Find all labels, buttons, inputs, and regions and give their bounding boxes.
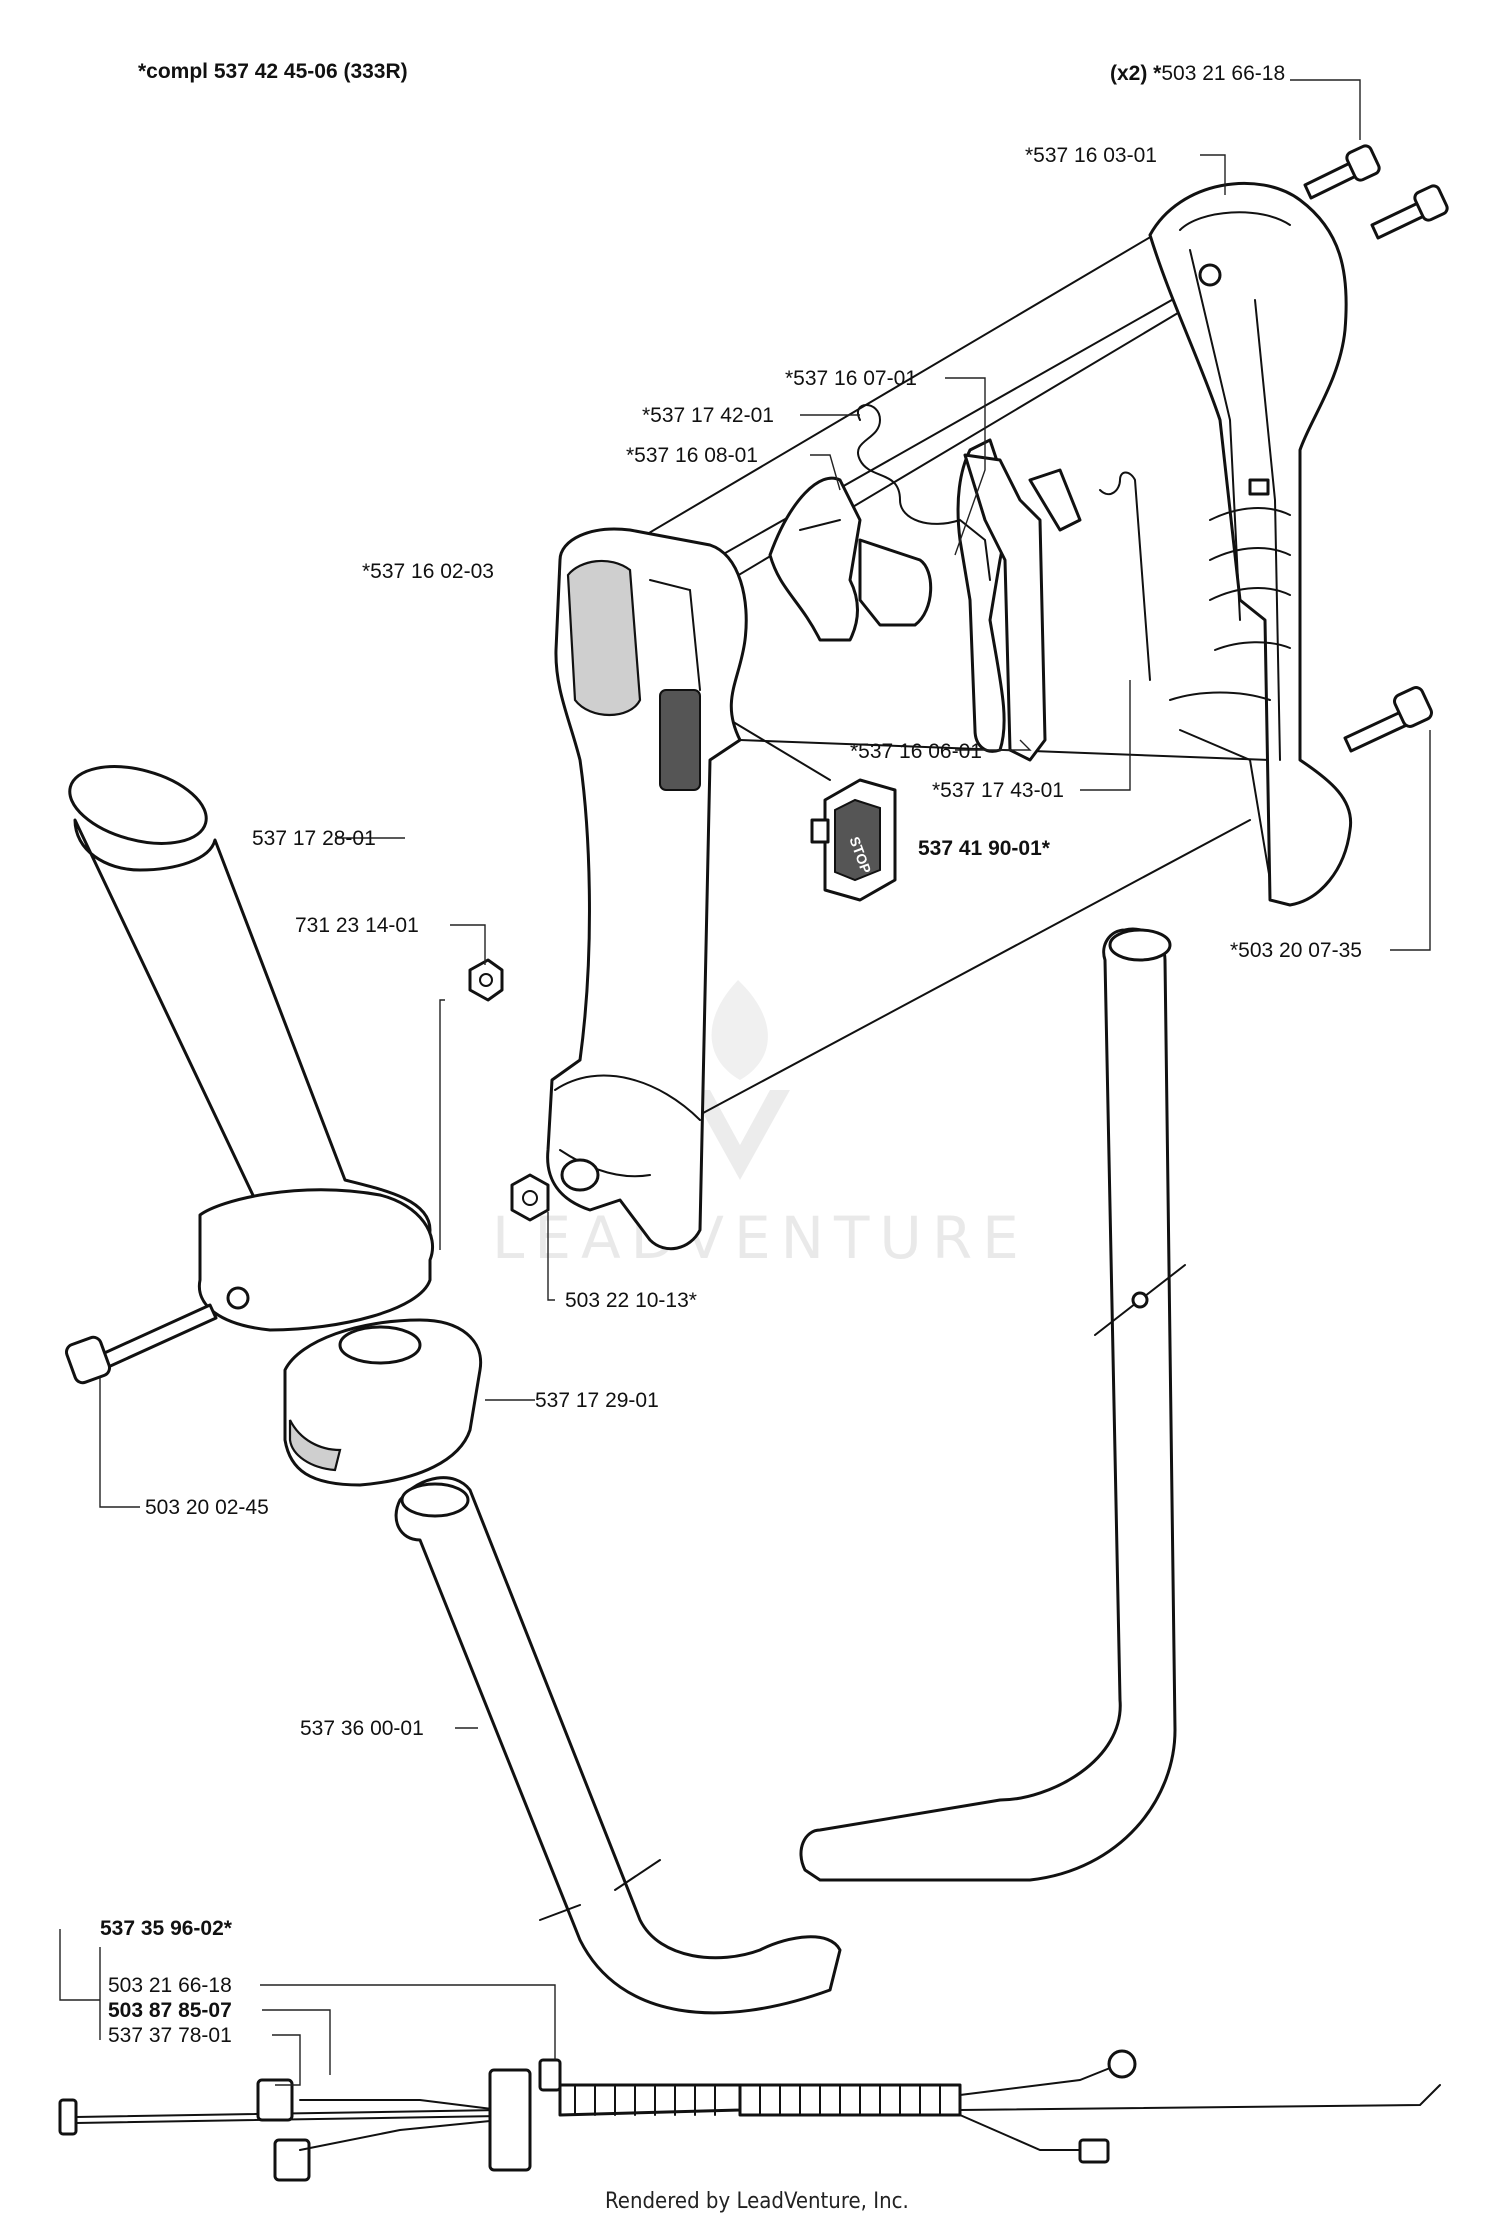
handle-loop-tube bbox=[394, 927, 1186, 2015]
part-labels: *compl 537 42 45-06 (333R) (x2) *503 21 … bbox=[100, 60, 1362, 2047]
part-label-p14: 537 17 29-01 bbox=[535, 1389, 659, 1412]
top-screw-2 bbox=[1370, 184, 1449, 240]
part-label-p3: *537 16 07-01 bbox=[785, 367, 917, 390]
rear-handle-half bbox=[1148, 181, 1353, 907]
part-label-p18: 503 21 66-18 bbox=[108, 1974, 232, 1997]
throttle-cable bbox=[58, 2049, 1441, 2182]
watermark-text: LEADVENTURE bbox=[492, 1204, 1029, 1272]
part-label-p2: *537 16 03-01 bbox=[1025, 144, 1157, 167]
handle-bolt bbox=[1343, 686, 1433, 753]
part-label-p4: *537 17 42-01 bbox=[642, 404, 774, 427]
part-label-p9: *537 17 43-01 bbox=[932, 779, 1064, 802]
part-label-p20: 537 37 78-01 bbox=[108, 2024, 232, 2047]
front-handle-half bbox=[546, 527, 748, 1251]
part-label-p8: *537 16 06-01 bbox=[850, 740, 982, 763]
leadventure-watermark-logo: LEADVENTURE bbox=[492, 980, 1029, 1272]
part-label-p11: 731 23 14-01 bbox=[295, 914, 419, 937]
part-label-p1: (x2) *503 21 66-18 bbox=[1110, 62, 1285, 85]
part-label-p5: *537 16 08-01 bbox=[626, 444, 758, 467]
throttle-spring bbox=[857, 404, 1151, 681]
part-label-p1-number: 503 21 66-18 bbox=[1161, 62, 1285, 85]
grip-clamp bbox=[283, 1318, 483, 1487]
stop-switch: STOP bbox=[810, 778, 897, 902]
part-label-p10: 537 41 90-01* bbox=[918, 837, 1051, 860]
assembly-label: *compl 537 42 45-06 (333R) bbox=[138, 60, 408, 83]
top-screw-1 bbox=[1303, 144, 1381, 200]
throttle-lock-lever bbox=[768, 476, 933, 642]
part-label-p17: 537 35 96-02* bbox=[100, 1917, 233, 1940]
part-label-p15: 503 20 02-45 bbox=[145, 1496, 269, 1519]
leader-lines bbox=[59, 79, 1431, 2086]
part-label-p7: 537 17 28-01 bbox=[252, 827, 376, 850]
part-label-p12: *503 20 07-35 bbox=[1230, 939, 1362, 962]
clamp-bolt bbox=[64, 1303, 218, 1385]
stop-lever bbox=[963, 453, 1047, 762]
hex-nut-small bbox=[468, 958, 504, 1002]
part-label-p1-prefix: (x2) * bbox=[1110, 62, 1162, 85]
left-grip bbox=[68, 765, 435, 1332]
part-label-p6: *537 16 02-03 bbox=[362, 560, 494, 583]
part-label-p16: 537 36 00-01 bbox=[300, 1717, 424, 1740]
hex-nut-front bbox=[510, 1173, 550, 1222]
rendered-by-footer: Rendered by LeadVenture, Inc. bbox=[605, 2189, 909, 2214]
part-label-p13: 503 22 10-13* bbox=[565, 1289, 697, 1312]
part-label-p19: 503 87 85-07 bbox=[108, 1999, 232, 2022]
